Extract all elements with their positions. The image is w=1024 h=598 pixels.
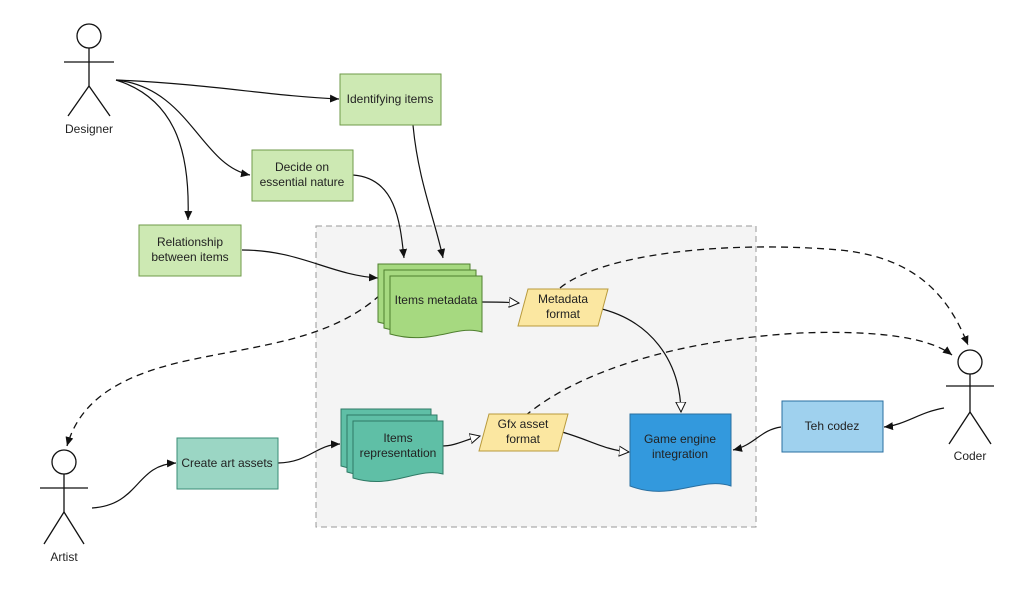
box-create-art[interactable]: Create art assets — [176, 437, 279, 490]
dashed-gfxformat-coder — [524, 331, 953, 417]
arrow-coder-codez — [883, 407, 945, 431]
items-metadata-line1: Items metadata — [395, 293, 478, 307]
designer-head-icon — [76, 23, 102, 49]
arrow-designer-relationship — [115, 79, 193, 221]
coder-head-icon — [957, 349, 983, 375]
decide-nature-line1: Decide on — [275, 160, 329, 174]
box-teh-codez[interactable]: Teh codez — [781, 400, 884, 453]
format-metadata[interactable]: Metadata format — [517, 288, 609, 327]
doc-items-representation[interactable]: Items representation — [340, 408, 444, 482]
game-engine-line2: integration — [652, 447, 708, 461]
artist-head-icon — [51, 449, 77, 475]
relationship-line2: between items — [151, 250, 228, 264]
actor-coder[interactable] — [946, 349, 994, 445]
coder-label: Coder — [954, 449, 987, 463]
format-gfx[interactable]: Gfx asset format — [478, 413, 569, 452]
arrow-metadata-format — [481, 302, 519, 303]
decide-nature-line2: essential nature — [260, 175, 345, 189]
arrow-metadataformat-engine — [597, 307, 681, 412]
arrow-representation-gfxformat — [441, 436, 480, 447]
arrow-designer-decide — [115, 79, 251, 178]
arrow-relationship-metadata — [241, 249, 379, 282]
teh-codez-line1: Teh codez — [805, 419, 860, 433]
gfx-format-line1: Gfx asset — [498, 417, 549, 431]
create-art-line1: Create art assets — [181, 456, 272, 470]
box-relationship[interactable]: Relationship between items — [138, 224, 242, 277]
arrow-createart-representation — [277, 440, 341, 464]
items-representation-line2: representation — [360, 446, 437, 460]
box-decide-nature[interactable]: Decide on essential nature — [251, 149, 354, 202]
arrow-decide-metadata — [352, 174, 408, 259]
identifying-items-line1: Identifying items — [347, 92, 434, 106]
doc-game-engine[interactable]: Game engine integration — [629, 413, 732, 492]
dashed-metadataformat-coder — [559, 246, 969, 346]
arrow-gfxformat-engine — [561, 431, 629, 452]
doc-items-metadata[interactable]: Items metadata — [377, 263, 483, 339]
arrow-artist-createart — [91, 459, 177, 509]
arrow-codez-engine — [732, 426, 782, 452]
items-representation-line1: Items — [383, 431, 412, 445]
relationship-line1: Relationship — [157, 235, 223, 249]
game-engine-line1: Game engine — [644, 432, 716, 446]
metadata-format-line2: format — [546, 307, 581, 321]
dashed-metadata-artist — [65, 294, 381, 447]
metadata-format-line1: Metadata — [538, 292, 588, 306]
gfx-format-line2: format — [506, 432, 541, 446]
arrow-designer-identifying — [115, 79, 340, 103]
box-identifying-items[interactable]: Identifying items — [339, 73, 442, 126]
actor-artist[interactable] — [40, 449, 88, 545]
actor-designer[interactable] — [64, 23, 114, 117]
arrow-identifying-metadata — [412, 124, 446, 259]
artist-label: Artist — [50, 550, 78, 564]
designer-label: Designer — [65, 122, 113, 136]
